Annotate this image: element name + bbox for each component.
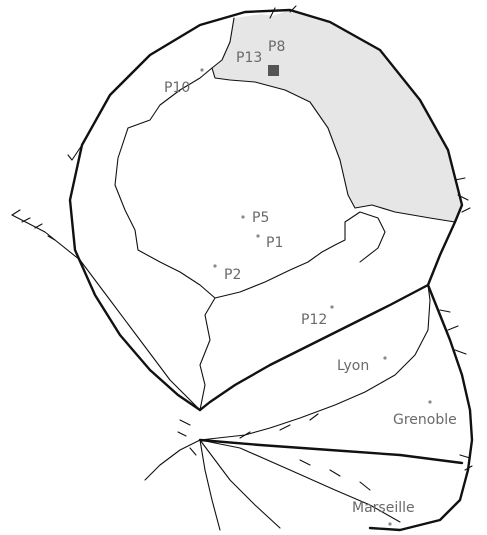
point-p1 — [256, 234, 259, 237]
point-lyon — [383, 356, 386, 359]
label-marseille: Marseille — [352, 500, 415, 516]
label-lyon: Lyon — [337, 358, 369, 374]
label-p13: P13 — [236, 50, 262, 66]
point-p5 — [241, 215, 244, 218]
lower-left-edge — [200, 440, 280, 528]
label-p5: P5 — [252, 210, 269, 226]
p8-square-marker — [268, 65, 279, 76]
label-p2: P2 — [224, 267, 241, 283]
hub-lower-left-edge — [145, 440, 200, 480]
point-grenoble — [428, 400, 431, 403]
inner-cell-edge-right — [215, 212, 385, 298]
inner-cell-edge — [115, 68, 215, 410]
right-outer-edge — [370, 285, 472, 530]
point-p2 — [213, 264, 216, 267]
point-marseille — [388, 522, 391, 525]
highlighted-region — [212, 10, 462, 222]
label-p8: P8 — [268, 39, 285, 55]
label-grenoble: Grenoble — [393, 412, 457, 428]
label-p10: P10 — [164, 80, 190, 96]
diagonal-edge — [200, 285, 428, 410]
middle-horizontal-edge — [200, 440, 462, 463]
label-p12: P12 — [301, 312, 327, 328]
label-p1: P1 — [266, 235, 283, 251]
point-p12 — [330, 305, 333, 308]
point-p10 — [200, 68, 203, 71]
